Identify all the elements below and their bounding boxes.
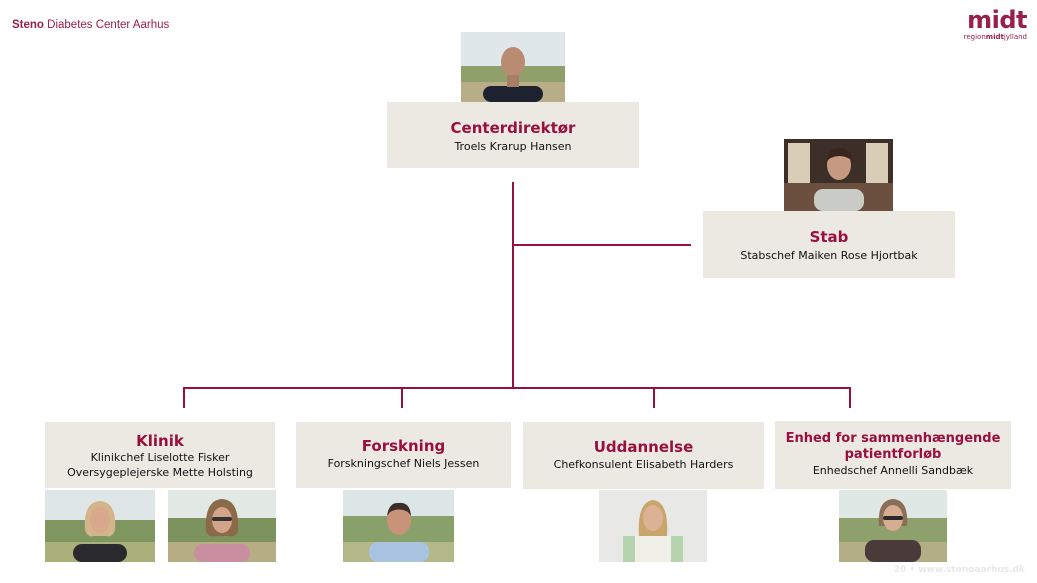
brand-strong: Steno [12, 19, 44, 31]
enhed-photo [839, 490, 947, 562]
unit-person-klinik-1: Klinikchef Liselotte Fisker [90, 451, 230, 464]
director-person: Troels Krarup Hansen [454, 140, 572, 153]
director-photo [461, 32, 565, 102]
connector-unit-1 [183, 387, 185, 408]
director-box: Centerdirektør Troels Krarup Hansen [387, 102, 639, 168]
logo-sub-3: jylland [1003, 33, 1027, 41]
logo-word: midt [967, 6, 1027, 34]
unit-box-uddannelse: Uddannelse Chefkonsulent Elisabeth Harde… [523, 422, 764, 489]
unit-person-forskning: Forskningschef Niels Jessen [327, 457, 480, 470]
director-title: Centerdirektør [450, 119, 576, 137]
staff-box: Stab Stabschef Maiken Rose Hjortbak [703, 211, 955, 278]
unit-person-uddannelse: Chefkonsulent Elisabeth Harders [553, 458, 734, 471]
unit-title-klinik: Klinik [136, 432, 184, 450]
unit-title-forskning: Forskning [361, 437, 446, 455]
klinik-photo-2 [168, 490, 276, 562]
klinik-photo-1 [45, 490, 155, 562]
brand-rest: Diabetes Center Aarhus [43, 19, 170, 31]
unit-person-enhed: Enhedschef Annelli Sandbæk [812, 464, 974, 477]
unit-person-klinik-2: Oversygeplejerske Mette Holsting [67, 466, 253, 479]
connector-unit-4 [849, 387, 851, 408]
logo-sub-1: region [963, 33, 986, 41]
staff-title: Stab [809, 228, 849, 246]
connector-units-horizontal [183, 387, 850, 389]
unit-title-enhed-line-1: Enhed for sammenhængende [785, 431, 1001, 446]
connector-staff-horizontal [512, 244, 691, 246]
uddannelse-photo [599, 490, 707, 562]
footer-text: 20 • www.stenoaarhus.dk [893, 565, 1025, 575]
unit-box-forskning: Forskning Forskningschef Niels Jessen [296, 422, 511, 488]
connector-unit-2 [401, 387, 403, 408]
steno-brand: Steno Diabetes Center Aarhus [12, 19, 169, 31]
unit-title-enhed-line-2: patientforløb [844, 447, 942, 462]
forskning-photo [343, 490, 454, 562]
logo-subtitle: regionmidtjylland [953, 33, 1027, 42]
connector-director-vertical [512, 182, 514, 388]
staff-person: Stabschef Maiken Rose Hjortbak [740, 249, 918, 262]
staff-photo [784, 139, 893, 211]
unit-box-enhed: Enhed for sammenhængende patientforløb E… [775, 421, 1011, 489]
unit-title-uddannelse: Uddannelse [593, 438, 694, 456]
unit-box-klinik: Klinik Klinikchef Liselotte Fisker Overs… [45, 422, 275, 488]
logo-sub-2: midt [985, 33, 1004, 41]
connector-unit-3 [653, 387, 655, 408]
region-midt-logo: midt regionmidtjylland [953, 6, 1028, 42]
